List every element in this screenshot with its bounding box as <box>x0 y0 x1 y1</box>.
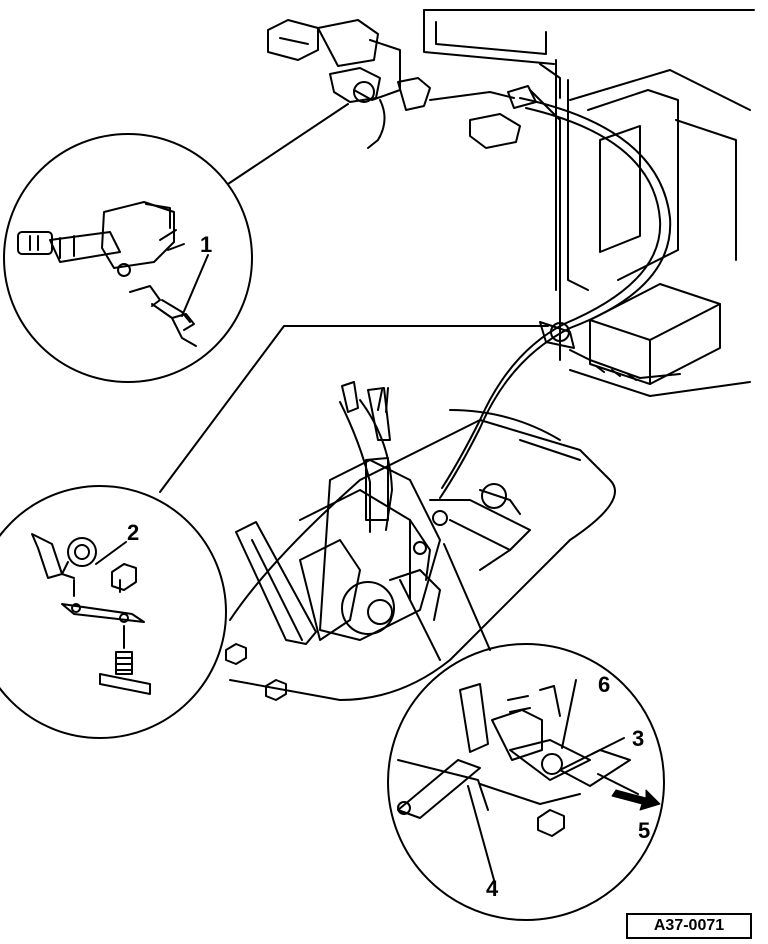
steering-column-assembly <box>267 19 537 149</box>
callout-4: 4 <box>486 876 499 901</box>
callout-2: 2 <box>127 520 139 545</box>
selector-lever <box>235 381 531 661</box>
detail-circle-2 <box>0 485 227 739</box>
floor-nuts <box>225 483 521 701</box>
detail-circle-1 <box>3 133 253 383</box>
leader-line-detail-3 <box>443 543 491 651</box>
control-unit-box <box>569 283 751 397</box>
callout-5: 5 <box>638 818 650 843</box>
leader-line-detail-2 <box>159 325 549 493</box>
callout-6: 6 <box>598 672 610 697</box>
pull-direction-arrow <box>611 789 661 811</box>
detail-circle-3 <box>387 643 665 921</box>
leader-line-detail-1 <box>227 103 349 185</box>
callout-3: 3 <box>632 726 644 751</box>
reference-code: A37-0071 <box>626 913 752 939</box>
dashboard-frame <box>423 9 755 361</box>
floor-panel <box>229 409 616 701</box>
callout-1: 1 <box>200 232 212 257</box>
